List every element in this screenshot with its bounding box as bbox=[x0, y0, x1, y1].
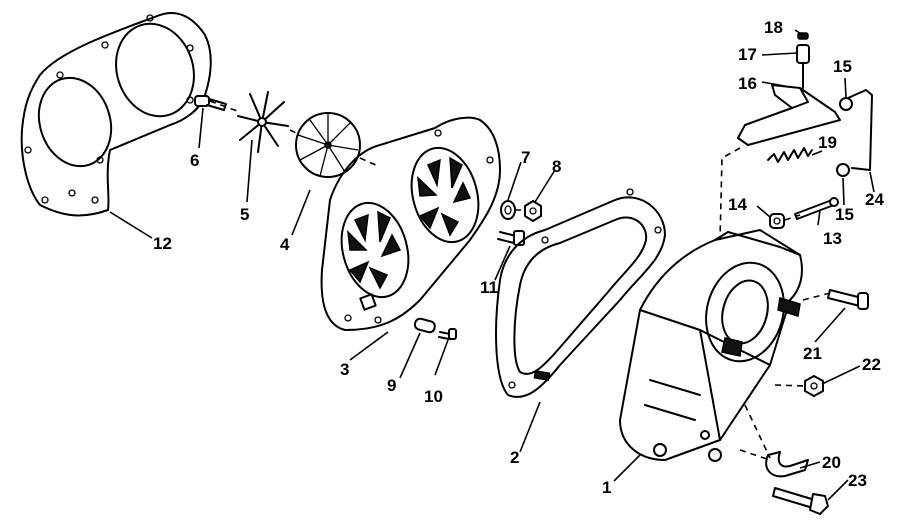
alignment-line bbox=[802, 292, 831, 301]
callout-7: 7 bbox=[521, 148, 530, 167]
callout-1: 1 bbox=[602, 478, 611, 497]
pump-housing-part bbox=[619, 229, 803, 462]
lever-arm-part bbox=[737, 84, 841, 146]
callout-16: 16 bbox=[738, 74, 757, 93]
bushing-part bbox=[769, 213, 785, 229]
callout-18: 18 bbox=[764, 18, 783, 37]
callout-21: 21 bbox=[803, 344, 822, 363]
callout-11: 11 bbox=[480, 278, 498, 297]
alignment-line bbox=[774, 384, 806, 387]
callout-3: 3 bbox=[340, 360, 349, 379]
callout-6: 6 bbox=[190, 151, 199, 170]
pivot-pin-part bbox=[794, 197, 839, 220]
callout-10: 10 bbox=[424, 387, 443, 406]
impeller-part bbox=[237, 91, 289, 153]
callout-13: 13 bbox=[823, 229, 842, 248]
head-gasket-part bbox=[20, 12, 212, 217]
retainer-part-upper bbox=[839, 97, 853, 111]
screw-part bbox=[194, 95, 227, 111]
alignment-line bbox=[209, 100, 525, 211]
pump-body-part bbox=[320, 116, 501, 331]
leader-lines bbox=[109, 29, 875, 501]
callout-14: 14 bbox=[728, 195, 747, 214]
callout-22: 22 bbox=[862, 355, 881, 374]
callout-8: 8 bbox=[552, 157, 561, 176]
nut-part bbox=[524, 200, 542, 222]
screw-part-10 bbox=[438, 328, 457, 340]
spring-part bbox=[767, 147, 813, 163]
clamp-part bbox=[765, 451, 809, 478]
callout-17: 17 bbox=[738, 45, 757, 64]
alignment-line bbox=[784, 214, 801, 221]
callout-15-lower: 15 bbox=[835, 205, 854, 224]
retainer-part-lower bbox=[836, 163, 850, 177]
link-rod-part bbox=[847, 89, 873, 171]
callout-15-upper: 15 bbox=[833, 57, 852, 76]
cap-part bbox=[797, 32, 809, 40]
callout-19: 19 bbox=[818, 133, 837, 152]
callout-23: 23 bbox=[848, 471, 867, 490]
alignment-line bbox=[719, 147, 741, 241]
callout-24: 24 bbox=[865, 190, 884, 209]
lever-pin-part bbox=[796, 44, 810, 89]
hex-nut-part bbox=[804, 375, 824, 397]
callout-2: 2 bbox=[510, 448, 519, 467]
alignment-line bbox=[739, 404, 771, 461]
valve-disc-part bbox=[295, 112, 361, 178]
plate-gasket-part bbox=[495, 188, 666, 398]
callout-4: 4 bbox=[280, 235, 290, 254]
bolt-part-21 bbox=[827, 289, 869, 310]
callout-20: 20 bbox=[822, 453, 841, 472]
callout-5: 5 bbox=[240, 205, 249, 224]
dowel-pin-part bbox=[413, 317, 436, 334]
callout-12: 12 bbox=[153, 234, 172, 253]
callout-9: 9 bbox=[387, 376, 396, 395]
washer-part bbox=[500, 200, 516, 220]
bolt-part-23 bbox=[772, 487, 829, 515]
